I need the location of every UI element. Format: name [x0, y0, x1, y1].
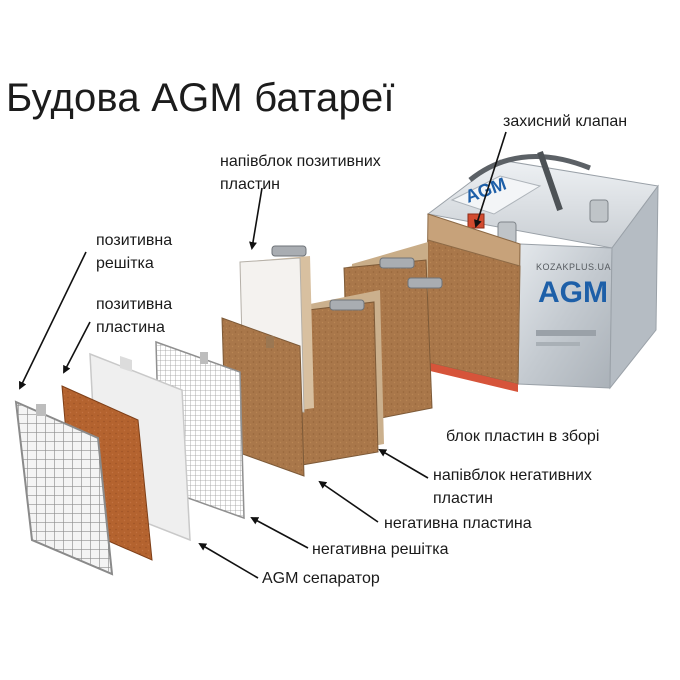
callout-arrows: [19, 131, 507, 579]
label-assembled-block: блок пластин в зборі: [446, 428, 600, 445]
negative-halfblock: [291, 290, 384, 467]
label-agm-separator: AGM сепаратор: [262, 570, 380, 587]
arrow-negative-plate: [318, 480, 379, 523]
arrow-agm-separator: [198, 542, 259, 579]
arrow-negative-grid: [250, 517, 309, 549]
arrow-safety-valve: [474, 131, 507, 228]
label-positive-plate-line2: пластина: [96, 319, 165, 336]
positive-grid: [14, 400, 114, 576]
arrow-positive-grid: [19, 251, 87, 390]
label-negative-grid: негативна решітка: [312, 541, 449, 558]
label-positive-plate-line1: позитивна: [96, 296, 173, 313]
page-title: Будова AGM батареї: [6, 76, 395, 120]
label-positive-halfblock-line2: пластин: [220, 176, 280, 193]
arrow-positive-halfblock: [249, 187, 263, 250]
label-positive-halfblock-line1: напівблок позитивних: [220, 153, 381, 170]
label-positive-grid-line2: решітка: [96, 255, 154, 272]
arrow-positive-plate: [63, 321, 91, 374]
battery-case: AGM KOZAKPLUS.UA AGM: [425, 151, 659, 392]
label-safety-valve: захисний клапан: [503, 113, 628, 130]
label-positive-grid-line1: позитивна: [96, 232, 173, 249]
label-negative-plate: негативна пластина: [384, 515, 532, 532]
label-negative-halfblock-line1: напівблок негативних: [433, 467, 592, 484]
battery-site-text: KOZAKPLUS.UA: [536, 262, 611, 272]
arrow-negative-halfblock: [378, 448, 429, 479]
label-negative-halfblock-line2: пластин: [433, 490, 493, 507]
battery-brand-text: AGM: [538, 276, 608, 309]
